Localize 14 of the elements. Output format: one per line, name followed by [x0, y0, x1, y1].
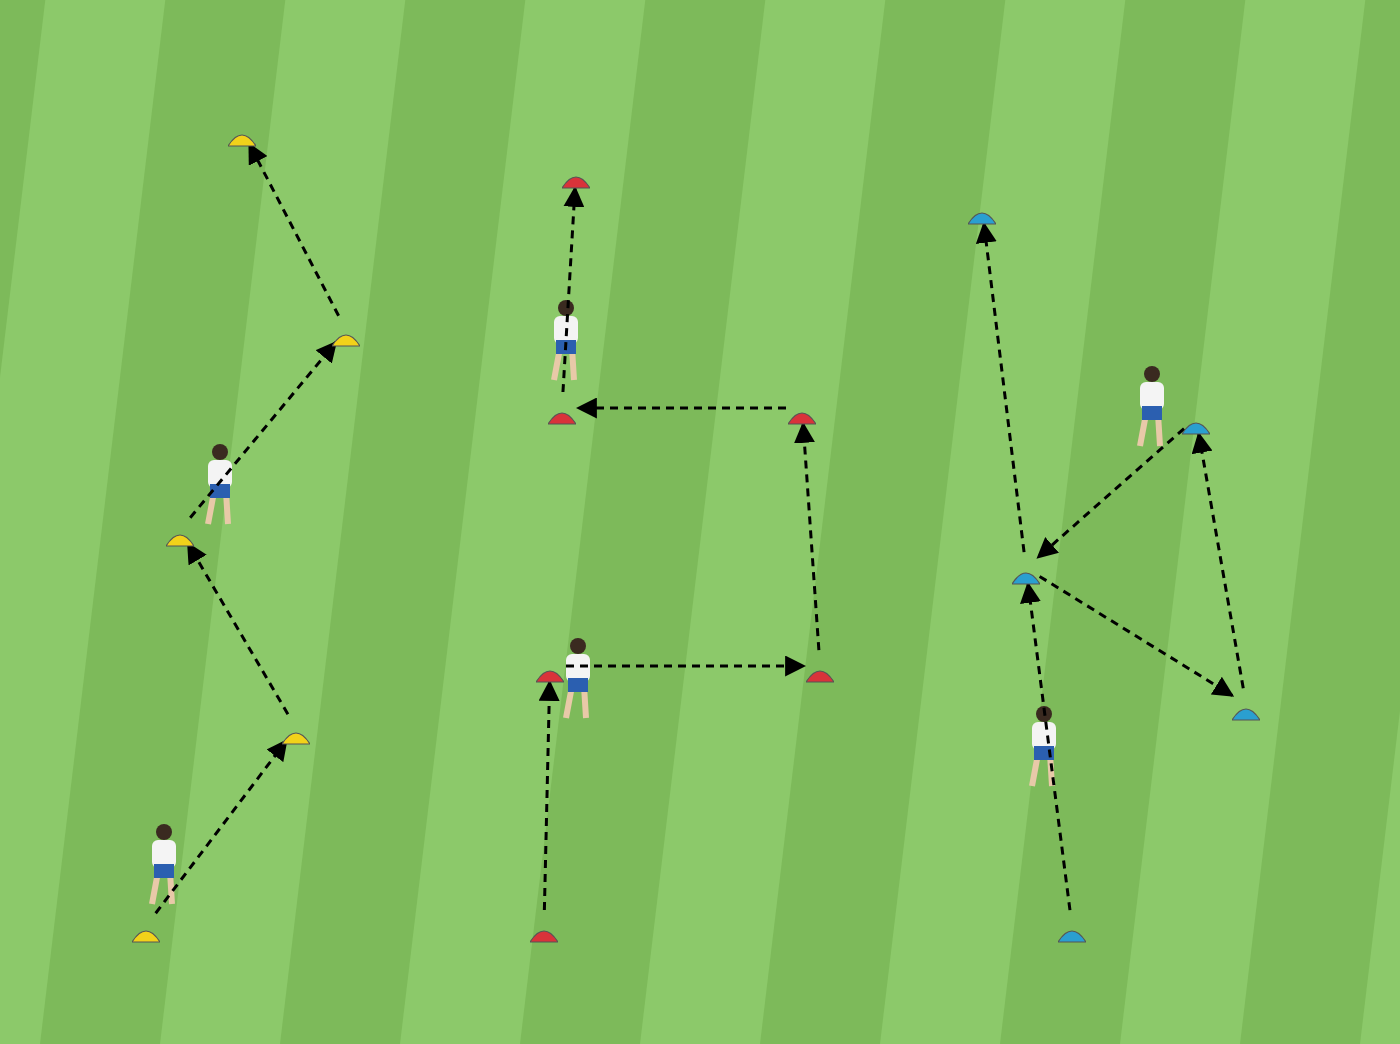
dashed-arrow [189, 340, 338, 519]
dashed-arrow [248, 142, 340, 317]
dashed-arrow [975, 221, 1026, 553]
dashed-arrow [566, 655, 807, 677]
dashed-arrow [1020, 581, 1072, 911]
dashed-arrow [1038, 575, 1235, 697]
dashed-arrow [793, 421, 821, 651]
dashed-arrow [575, 397, 786, 419]
dashed-arrow [154, 739, 288, 915]
dashed-arrow [186, 542, 290, 715]
dashed-arrow [538, 679, 560, 911]
dashed-arrow [1036, 427, 1185, 559]
dashed-arrow [561, 185, 585, 393]
dashed-arrow [1191, 431, 1245, 689]
